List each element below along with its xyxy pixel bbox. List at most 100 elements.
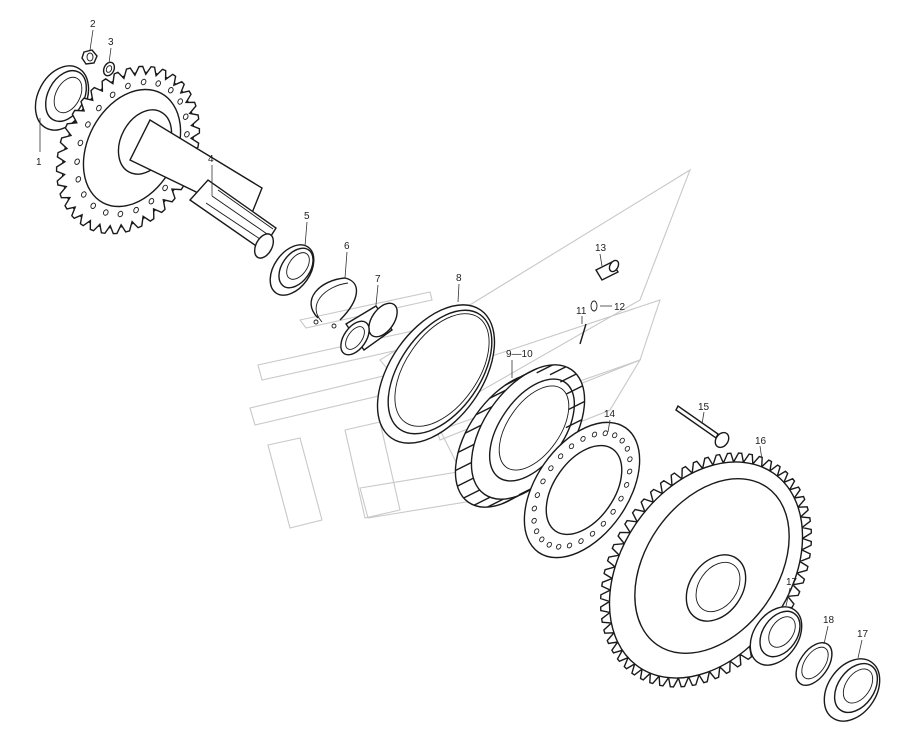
hole: [534, 492, 541, 498]
hole: [533, 528, 540, 535]
callout-2: 2: [90, 19, 96, 30]
hole: [125, 82, 131, 90]
hole: [133, 206, 139, 214]
hole: [580, 436, 586, 442]
cage-bar: [486, 498, 504, 508]
hole: [117, 210, 124, 218]
cage-bar: [475, 406, 493, 416]
callout-12: 12: [614, 302, 626, 313]
callout-15: 15: [698, 402, 710, 413]
hole: [539, 536, 545, 543]
hole: [90, 202, 97, 209]
cage-bar: [455, 461, 472, 472]
hole: [602, 430, 608, 437]
callout-9-10: 9—10: [506, 349, 533, 360]
cage-bar: [549, 366, 567, 376]
cage-bar: [464, 424, 482, 434]
cage-bar: [473, 496, 491, 506]
callout-1: 1: [36, 157, 42, 168]
sleeve-part-7: [340, 302, 398, 356]
hole: [182, 113, 189, 120]
callout-labels: 1 2 3 4 5 6 7 8 9—10 11 12 13 14 15 16 1…: [36, 19, 869, 640]
hole: [85, 121, 91, 128]
hole: [624, 445, 631, 452]
hole: [618, 495, 624, 502]
hole: [627, 456, 633, 463]
hole: [578, 538, 584, 544]
dowel-part-13: [595, 259, 620, 281]
callout-17b: 17: [857, 629, 869, 640]
cage-bar: [457, 443, 475, 454]
callout-8: 8: [456, 273, 462, 284]
cage-bar: [536, 364, 554, 374]
gear-teeth: [55, 65, 201, 235]
hole: [612, 432, 618, 439]
callout-16: 16: [755, 436, 767, 447]
hole: [531, 505, 538, 512]
hole: [610, 508, 616, 515]
callout-18: 18: [823, 615, 835, 626]
leader-lines: [39, 29, 863, 659]
hole: [568, 443, 575, 450]
hole: [140, 78, 147, 86]
callout-17a: 17: [786, 577, 798, 588]
hole: [591, 431, 598, 438]
cage-bar: [568, 400, 585, 411]
nut-part-2: [81, 49, 98, 65]
washer-part-3: [102, 61, 116, 77]
ring-part-8: [376, 304, 496, 444]
bolt-part-15: [675, 404, 730, 449]
hole: [74, 158, 80, 165]
bearing-part-5: [269, 244, 315, 296]
hole: [102, 209, 109, 216]
cage-bar: [504, 376, 522, 386]
hole: [75, 176, 82, 183]
hole: [557, 453, 564, 460]
circlip-part-6: [310, 277, 358, 329]
callout-3: 3: [108, 37, 114, 48]
cage-bar: [463, 489, 481, 499]
callout-14: 14: [604, 409, 616, 420]
pin-part-11: [579, 323, 587, 345]
hole: [77, 139, 84, 147]
cage-bar: [565, 418, 583, 429]
gear-shaft-part-4: [55, 65, 277, 259]
hole: [540, 478, 546, 485]
hole: [155, 80, 162, 87]
hole: [548, 465, 554, 472]
bearing-part-17b: [823, 658, 881, 722]
hole: [531, 517, 537, 524]
cage-bar: [457, 477, 474, 487]
callout-4: 4: [208, 154, 214, 165]
hole: [589, 530, 596, 537]
callout-5: 5: [304, 211, 310, 222]
hole: [623, 482, 630, 488]
pin-part-12: [590, 300, 598, 312]
cage-bar: [502, 494, 520, 505]
hole: [80, 191, 87, 198]
hole: [546, 541, 552, 548]
callout-11: 11: [576, 306, 587, 317]
hole: [566, 542, 573, 549]
hole: [619, 437, 625, 444]
hole: [96, 104, 102, 112]
hole: [556, 543, 562, 550]
cage-bar: [566, 385, 583, 395]
hole: [109, 91, 116, 98]
spacer-ring-part-18: [795, 642, 833, 686]
hole: [167, 87, 174, 94]
cage-bar: [520, 367, 538, 378]
disc-part-14: [523, 421, 641, 559]
hole: [600, 520, 607, 527]
hole: [626, 468, 633, 475]
hole: [148, 198, 155, 205]
callout-13: 13: [595, 243, 607, 254]
callout-6: 6: [344, 241, 350, 252]
hole: [184, 131, 190, 138]
hole: [162, 184, 168, 192]
hole: [177, 98, 184, 105]
bearing-part-17a: [749, 606, 803, 666]
cage-bar: [489, 389, 507, 399]
callout-7: 7: [375, 274, 381, 285]
